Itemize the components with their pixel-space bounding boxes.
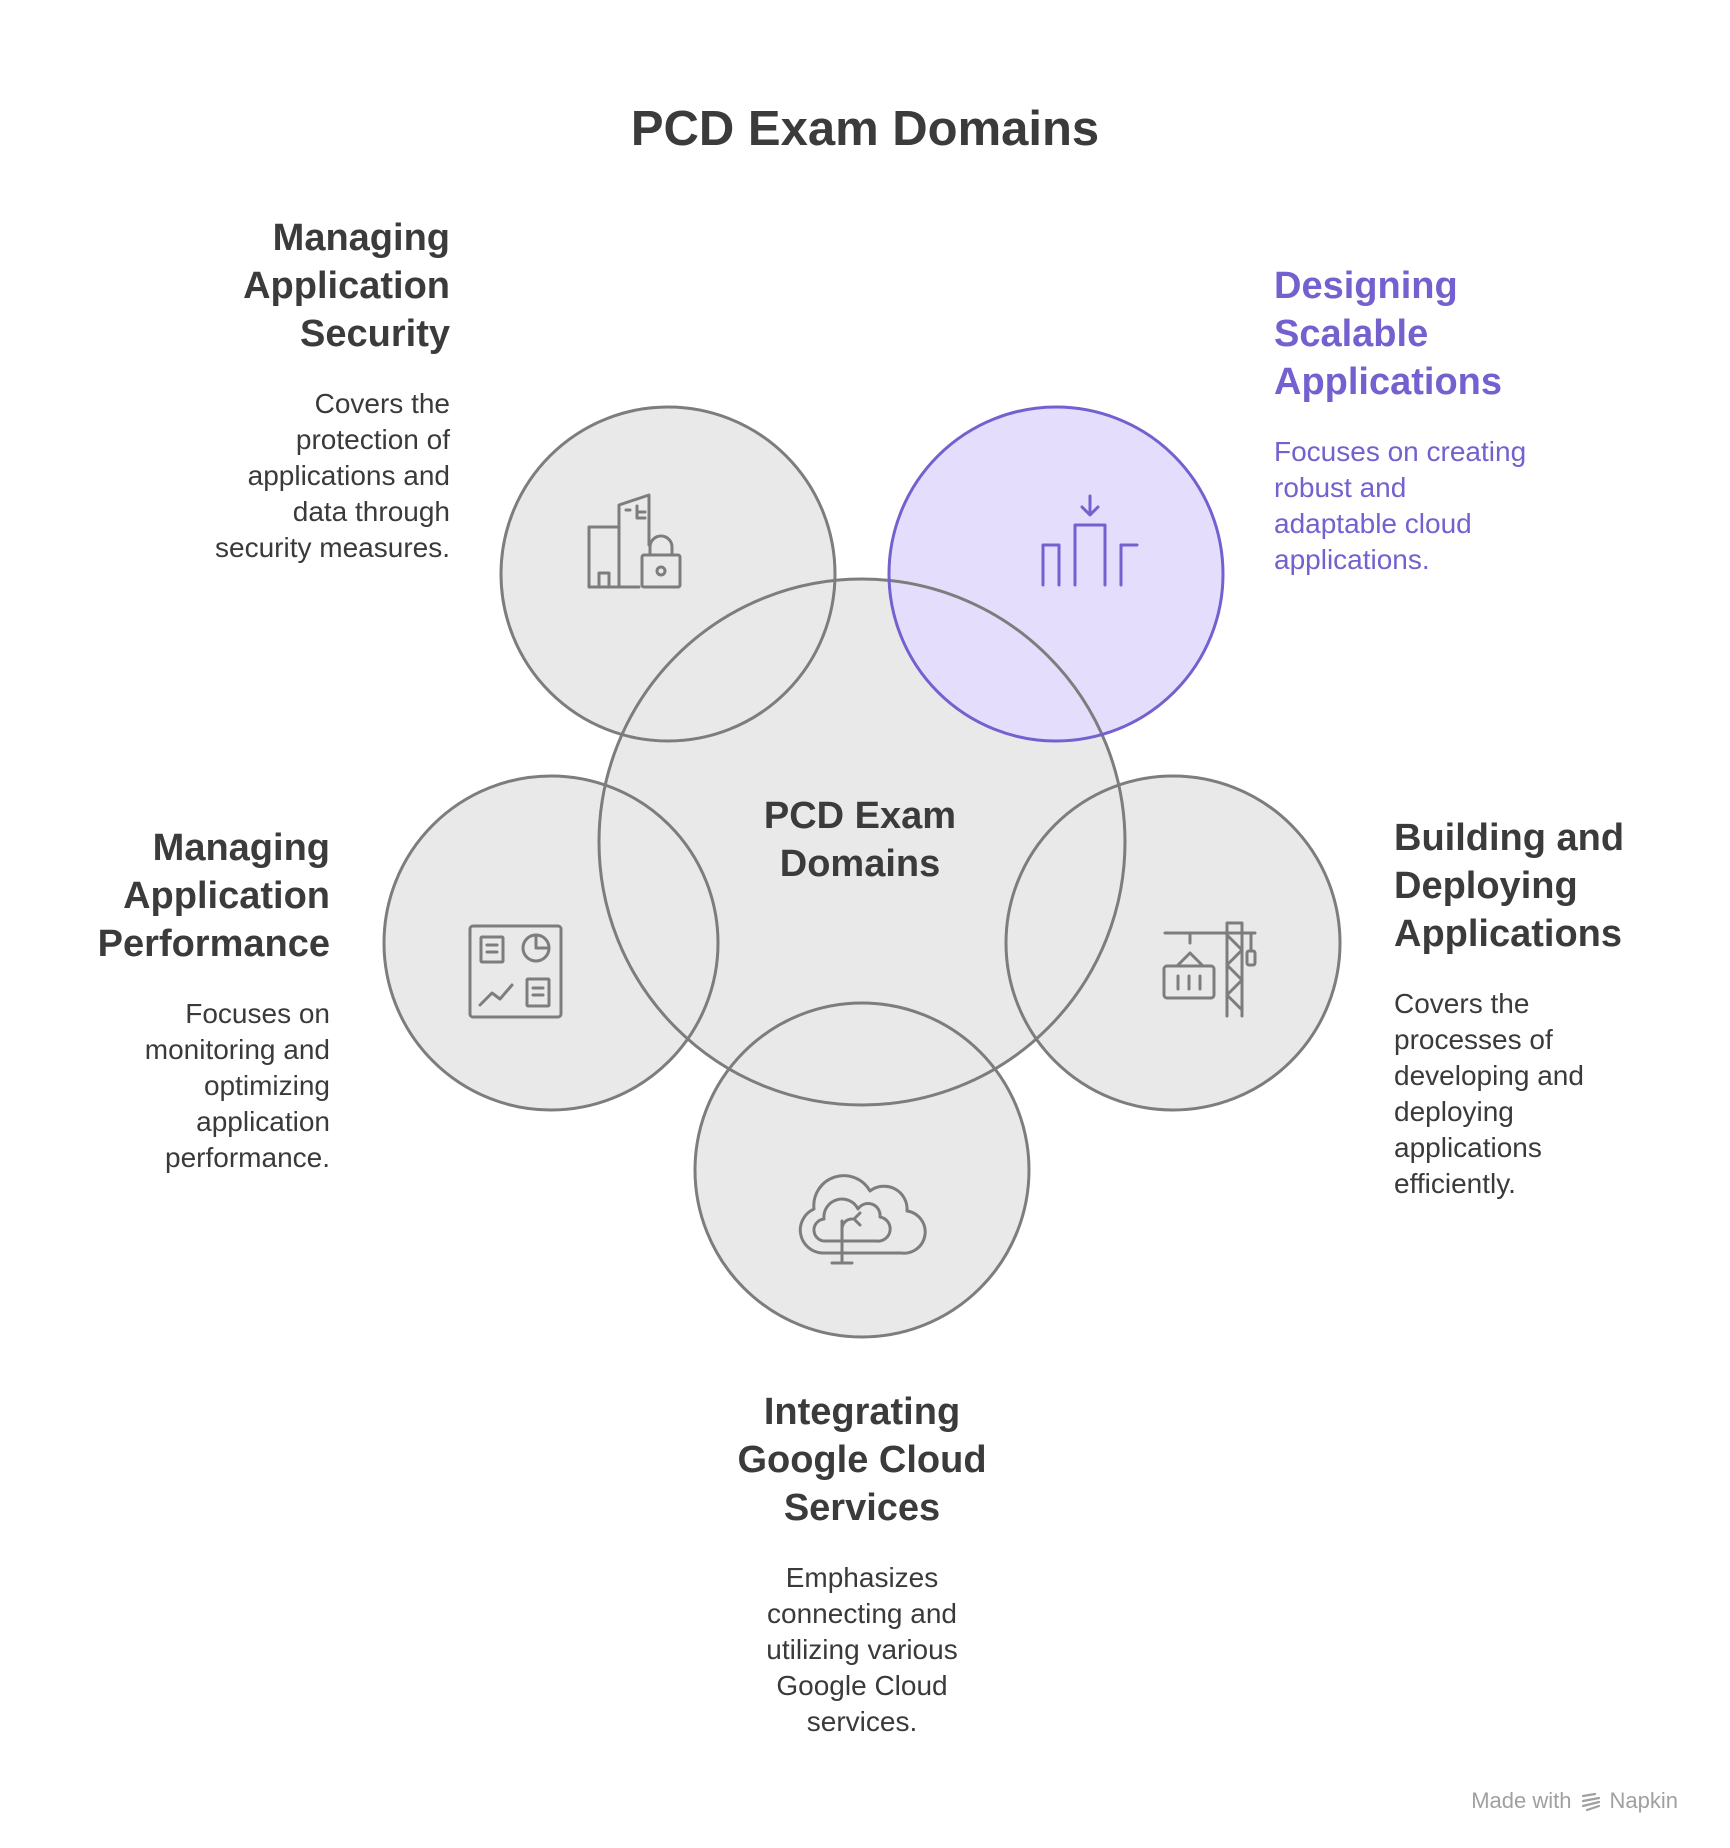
title-line: Designing [1274, 265, 1458, 307]
crane-container-icon [1162, 921, 1257, 1018]
desc-line: connecting and [767, 1598, 957, 1629]
napkin-logo-icon [1581, 1792, 1600, 1812]
dashboard-icon [468, 924, 563, 1019]
circle-fills [384, 407, 1340, 1337]
title-line: Deploying [1394, 865, 1578, 907]
title-line: Managing [272, 217, 450, 259]
desc-line: optimizing [203, 1070, 330, 1101]
desc-line: monitoring and [144, 1034, 330, 1065]
desc-line: applications [1394, 1132, 1542, 1163]
title-line: Security [300, 313, 450, 355]
desc-line: Focuses on creating [1274, 436, 1527, 467]
center-label-line: PCD Exam [763, 795, 957, 837]
desc-line: efficiently. [1394, 1168, 1516, 1199]
domain-title: Designing Scalable Applications [1274, 262, 1694, 406]
cloud-sync-icon [798, 1174, 927, 1265]
desc-line: data through [292, 496, 450, 527]
desc-line: utilizing various [766, 1634, 958, 1665]
center-label: PCD Exam Domains [700, 792, 1020, 888]
title-line: Services [783, 1487, 941, 1529]
diagram-title: PCD Exam Domains [630, 102, 1100, 156]
desc-line: Covers the [314, 388, 450, 419]
circle-outlines [382, 405, 1342, 1339]
circle-security [499, 405, 837, 743]
desc-line: applications. [1274, 544, 1430, 575]
domain-scalable: Designing Scalable Applications Focuses … [1274, 262, 1694, 578]
desc-line: performance. [165, 1142, 330, 1173]
circle-deploying [1004, 774, 1342, 1112]
desc-line: applications and [247, 460, 450, 491]
desc-line: Covers the [1394, 988, 1530, 1019]
desc-line: protection of [295, 424, 450, 455]
title-line: Applications [1394, 913, 1623, 955]
desc-line: Emphasizes [785, 1562, 939, 1593]
circle-scalable-fill [889, 407, 1223, 741]
title-line: Application [243, 265, 450, 307]
domain-title: Building and Deploying Applications [1394, 814, 1714, 958]
domain-deploying: Building and Deploying Applications Cove… [1394, 814, 1714, 1202]
desc-line: security measures. [215, 532, 450, 563]
desc-line: processes of [1394, 1024, 1553, 1055]
title-line: Managing [152, 827, 330, 869]
desc-line: Focuses on [185, 998, 330, 1029]
domain-performance: Managing Application Performance Focuses… [10, 824, 330, 1176]
domain-description: Emphasizes connecting and utilizing vari… [657, 1560, 1067, 1740]
desc-line: adaptable cloud [1274, 508, 1472, 539]
made-with-napkin-footer[interactable]: Made with Napkin [1471, 1788, 1678, 1814]
domain-security: Managing Application Security Covers the… [30, 214, 450, 566]
building-lock-icon [587, 493, 682, 589]
domain-title: Integrating Google Cloud Services [657, 1388, 1067, 1532]
napkin-brand: Napkin [1609, 1788, 1678, 1813]
scale-down-columns-icon [1041, 494, 1139, 587]
desc-line: application [196, 1106, 330, 1137]
desc-line: services. [806, 1706, 918, 1737]
domain-description: Focuses on monitoring and optimizing app… [10, 996, 330, 1176]
title-line: Performance [97, 923, 330, 965]
title-line: Application [123, 875, 330, 917]
center-label-line: Domains [779, 843, 941, 885]
domain-description: Focuses on creating robust and adaptable… [1274, 434, 1694, 578]
domain-title: Managing Application Performance [10, 824, 330, 968]
desc-line: developing and [1394, 1060, 1584, 1091]
title-line: Google Cloud [737, 1439, 987, 1481]
desc-line: Google Cloud [776, 1670, 948, 1701]
domain-title: Managing Application Security [30, 214, 450, 358]
title-line: Scalable [1274, 313, 1429, 355]
domain-description: Covers the protection of applications an… [30, 386, 450, 566]
circle-integrating [693, 1001, 1031, 1339]
made-with-label: Made with [1471, 1788, 1572, 1813]
desc-line: deploying [1394, 1096, 1514, 1127]
title-line: Building and [1394, 817, 1625, 859]
circle-center [597, 577, 1127, 1107]
circle-scalable [887, 405, 1225, 743]
title-line: Applications [1274, 361, 1503, 403]
desc-line: robust and [1274, 472, 1407, 503]
domain-description: Covers the processes of developing and d… [1394, 986, 1714, 1202]
title-line: Integrating [763, 1391, 961, 1433]
domain-integrating: Integrating Google Cloud Services Emphas… [657, 1388, 1067, 1740]
circle-performance [382, 774, 720, 1112]
